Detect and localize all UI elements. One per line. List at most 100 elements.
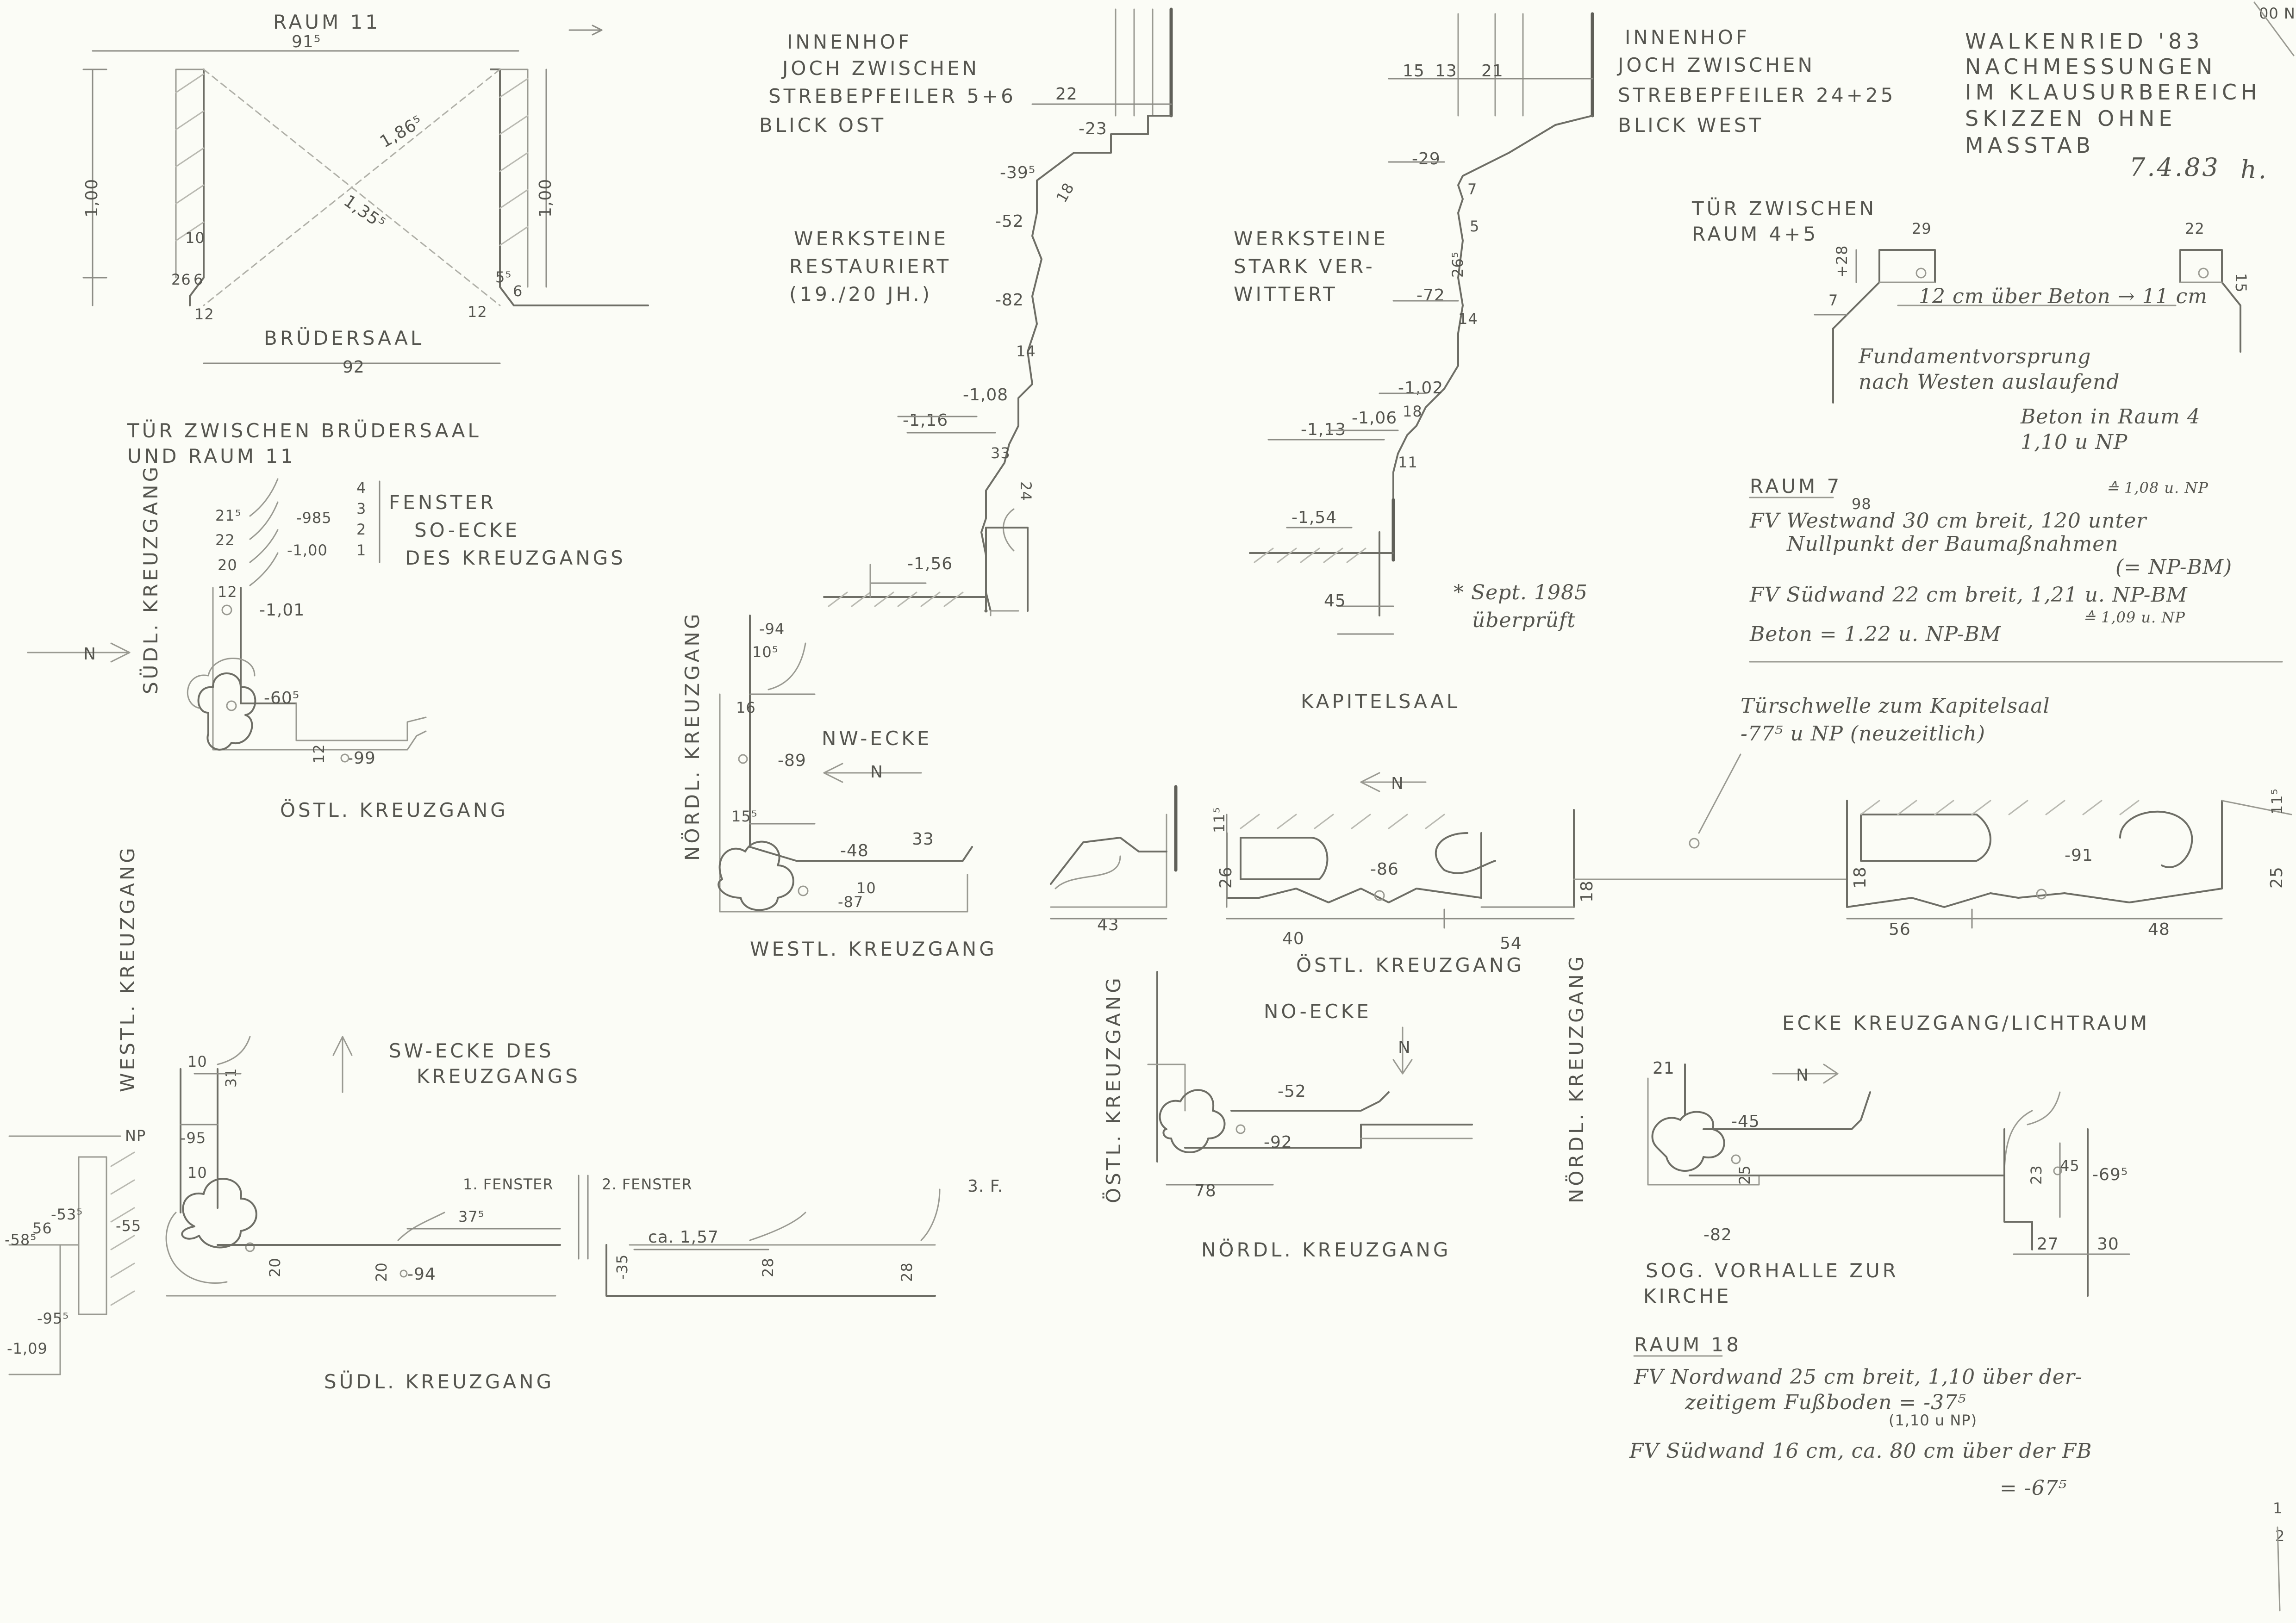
ih-ost-stein-1: WERKSTEINE (794, 227, 948, 250)
nw-ecke-sketch: NÖRDL. KREUZGANG NW-ECKE N -94 10⁵ 16 -8… (680, 611, 994, 960)
raum7-line-4: FV Südwand 22 cm breit, 1,21 u. NP-BM (1749, 583, 2188, 607)
nw-north: N (870, 763, 883, 782)
tuerschwelle-note: Türschwelle zum Kapitelsaal -77⁵ u NP (n… (1698, 694, 2050, 834)
raum18-small: (1,10 u NP) (1889, 1412, 1977, 1429)
no-v3: 78 (1194, 1181, 1217, 1200)
door45-d2: 22 (2185, 220, 2205, 237)
ih-ost-title-2: JOCH ZWISCHEN (781, 57, 980, 80)
sw-f2-dim: ca. 1,57 (648, 1228, 719, 1247)
sw-ecke-sketch: WESTL. KREUZGANG SW-ECKE DES KREUZGANGS … (5, 845, 1003, 1393)
des-kreuzgangs-label: DES KREUZGANGS (405, 547, 626, 569)
ih-west-title-3: STREBEPFEILER 24+25 (1618, 84, 1896, 106)
nw-v8: -87 (838, 893, 863, 911)
nw-v6: -48 (840, 841, 869, 860)
raum18-line-4: = -67⁵ (2000, 1476, 2067, 1500)
innenhof-ost-sketch: INNENHOF JOCH ZWISCHEN STREBEPFEILER 5+6… (759, 7, 1173, 616)
ih-ost-l1: -23 (1079, 119, 1107, 138)
door-v2: -985 (296, 509, 332, 527)
sw-title-2: KREUZGANGS (417, 1065, 580, 1088)
level-1: 1 (356, 541, 366, 559)
no-bottom-label: NÖRDL. KREUZGANG (1201, 1238, 1451, 1261)
room11-n6b: 6 (513, 282, 523, 300)
ih-ost-l6: -1,16 (903, 411, 948, 430)
header-title-5: MASSTAB (1965, 133, 2095, 158)
sw-bottom-label: SÜDL. KREUZGANG (324, 1370, 554, 1393)
raum18-line-2: zeitigem Fußboden = -37⁵ (1685, 1391, 1966, 1414)
room11-height-left: 1,00 (82, 179, 101, 218)
ok-north: N (1391, 774, 1404, 793)
ih-ost-title-4: BLICK OST (759, 114, 886, 137)
door-v5: 20 (218, 556, 237, 574)
ih-west-stein-3: WITTERT (1234, 283, 1338, 305)
sw-left-np: NP (125, 1127, 146, 1144)
ih-west-h4: 14 (1458, 310, 1478, 328)
raum18-notes: RAUM 18 FV Nordwand 25 cm breit, 1,10 üb… (1629, 1333, 2091, 1500)
fundament-1: Fundamentvorsprung (1858, 345, 2091, 368)
ih-west-stein-2: STARK VER- (1234, 255, 1375, 278)
sw-f2: 2. FENSTER (602, 1175, 693, 1193)
sw-left-1: -53⁵ (51, 1206, 83, 1223)
ok-v7: 18 (1578, 880, 1597, 902)
sw-left-5: -95⁵ (37, 1310, 69, 1327)
ok-v1: 11⁵ (1210, 807, 1228, 833)
sw-f1: 1. FENSTER (463, 1175, 554, 1193)
sw-left-4: 56 (32, 1219, 52, 1237)
fenster-label: FENSTER (389, 491, 496, 514)
door-bruedersaal-sketch: TÜR ZWISCHEN BRÜDERSAAL UND RAUM 11 FENS… (27, 419, 626, 821)
door-v1: 21⁵ (215, 507, 242, 524)
margin-mark-2: 2 (2275, 1527, 2285, 1545)
nw-side-label: NÖRDL. KREUZGANG (680, 611, 704, 861)
door-bs-title-2: UND RAUM 11 (127, 445, 296, 467)
raum7-sup: 98 (1852, 495, 1872, 513)
ih-ost-l4: -82 (995, 291, 1024, 310)
ih-west-stein-1: WERKSTEINE (1234, 227, 1388, 250)
door-v6: 12 (218, 583, 237, 601)
sw-side-label: WESTL. KREUZGANG (116, 845, 139, 1092)
el-v1: 21 (1653, 1059, 1675, 1078)
door45-d3: +28 (1833, 245, 1851, 278)
sw-v1: 10 (187, 1053, 207, 1070)
door45-beton: 12 cm über Beton → 11 cm (1919, 285, 2208, 308)
nw-v7: 33 (912, 830, 934, 849)
schwelle-1: Türschwelle zum Kapitelsaal (1741, 694, 2050, 718)
door45-d4: 15 (2232, 273, 2250, 293)
el-v3: 25 (1736, 1165, 1753, 1185)
ih-west-w2: 13 (1435, 62, 1457, 81)
ok-v5: 54 (1500, 934, 1522, 953)
ih-west-title-1: INNENHOF (1625, 26, 1750, 49)
header-initial: h. (2240, 155, 2268, 184)
raum7-line-2: Nullpunkt der Baumaßnahmen (1786, 532, 2119, 556)
nw-v2: 10⁵ (752, 643, 779, 661)
no-v1: -52 (1278, 1082, 1306, 1101)
ih-west-l3: -1,02 (1398, 379, 1443, 398)
ih-west-title-2: JOCH ZWISCHEN (1616, 54, 1815, 76)
ok-v3: -86 (1370, 860, 1399, 879)
ih-ost-title-3: STREBEPFEILER 5+6 (768, 85, 1016, 107)
ih-west-l4: -1,06 (1352, 409, 1397, 428)
door45-title-2: RAUM 4+5 (1692, 223, 1818, 245)
raum7-side-1: ≙ 1,08 u. NP (2106, 479, 2209, 497)
door45-d1: 29 (1912, 220, 1932, 237)
level-3: 3 (356, 500, 366, 517)
ok-v2: 26 (1217, 866, 1235, 889)
ih-west-h6: 11 (1398, 454, 1418, 471)
ih-west-l2: -72 (1416, 286, 1445, 305)
ih-ost-stein-3: (19./20 JH.) (789, 283, 932, 305)
ih-west-title-4: BLICK WEST (1618, 114, 1764, 137)
raum7-notes: RAUM 7 FV Westwand 30 cm breit, 120 unte… (1749, 475, 2283, 663)
door45-d5: 7 (1828, 292, 1838, 309)
el-v9: -82 (1703, 1225, 1732, 1244)
no-v2: -92 (1264, 1133, 1292, 1152)
ok-bottom-label: ÖSTL. KREUZGANG (1296, 953, 1524, 976)
ok-v10: 11⁵ (2268, 788, 2286, 815)
oestl-kreuzgang-profile: N 11⁵ 26 -86 40 (1050, 772, 2292, 976)
beton-raum4-1: Beton in Raum 4 (2020, 405, 2201, 429)
door-v10: -99 (347, 749, 376, 768)
room11-bottom-width: 92 (343, 358, 365, 377)
innenhof-west-sketch: INNENHOF JOCH ZWISCHEN STREBEPFEILER 24+… (1234, 12, 1896, 713)
sw-v4: 10 (187, 1164, 207, 1181)
sw-v3: -95 (181, 1129, 206, 1147)
level-2: 2 (356, 521, 366, 538)
schwelle-2: -77⁵ u NP (neuzeitlich) (1741, 722, 1985, 746)
sw-v5: 20 (266, 1257, 284, 1277)
